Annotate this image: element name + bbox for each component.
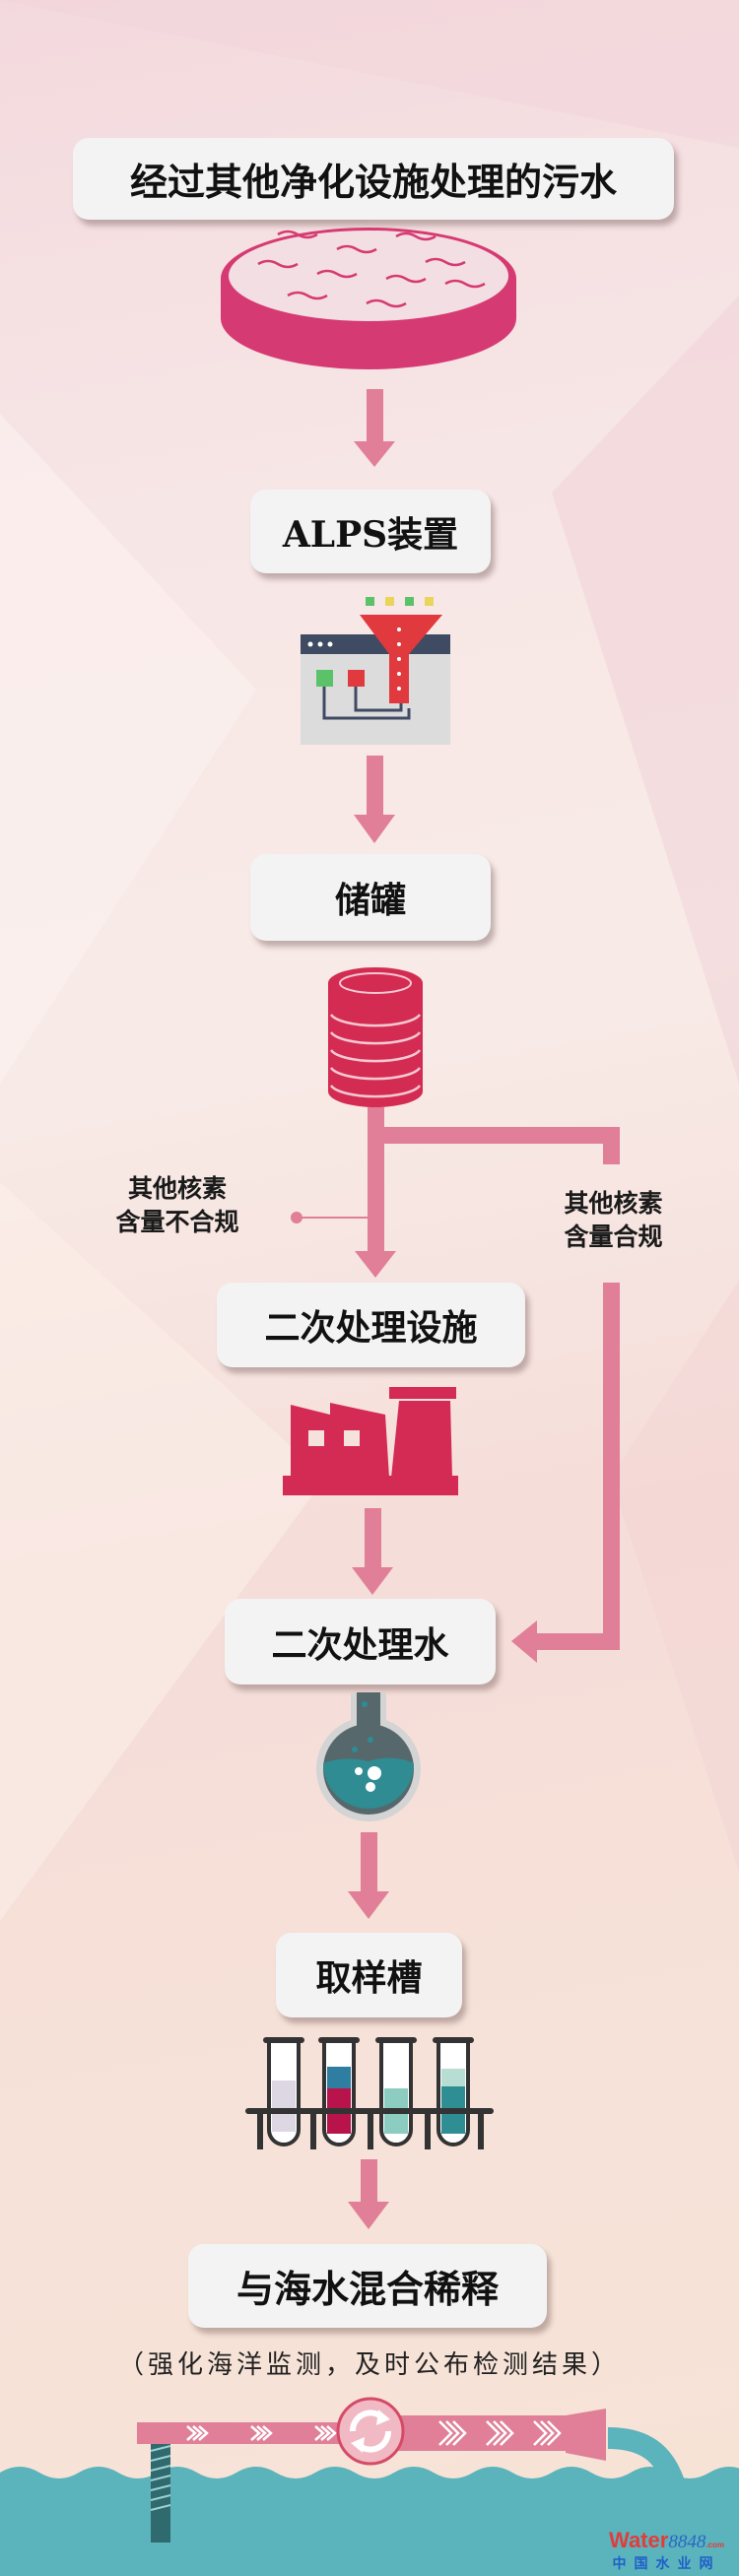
step-tank-label: 储罐 [334, 880, 406, 921]
watermark-logo: Water8848.com 中国水业网 [609, 2528, 724, 2573]
step-sampling-box: 取样槽 [276, 1933, 462, 2017]
step-source-label: 经过其他净化设施处理的污水 [129, 160, 617, 204]
step-dilution-label: 与海水混合稀释 [235, 2267, 499, 2311]
watermark-brand: Water [609, 2528, 669, 2552]
compliant-line-2: 含量合规 [564, 1222, 663, 1251]
arrow-sampling-to-dilution [348, 2159, 389, 2229]
step-secondary-facility-label: 二次处理设施 [264, 1307, 478, 1349]
flow-chevrons [186, 2420, 562, 2446]
step-sampling-label: 取样槽 [315, 1957, 423, 1999]
compliant-label: 其他核素 含量合规 [532, 1187, 695, 1254]
arrow-source-to-alps [354, 389, 395, 467]
step-tank-box: 储罐 [250, 854, 491, 941]
step-dilution-box: 与海水混合稀释 [188, 2244, 547, 2328]
step-secondary-facility-box: 二次处理设施 [217, 1283, 525, 1367]
intake-screw [150, 2444, 171, 2543]
non-compliant-line-1: 其他核素 [127, 1174, 227, 1203]
sea-water [0, 2467, 739, 2576]
arrow-alps-to-tank [354, 756, 395, 843]
non-compliant-label: 其他核素 含量不合规 [79, 1172, 276, 1239]
storage-tank-icon [328, 967, 423, 1107]
non-compliant-pointer [291, 1212, 368, 1223]
watermark-number: 8848 [668, 2532, 706, 2552]
step-source-box: 经过其他净化设施处理的污水 [73, 138, 674, 220]
step-secondary-water-box: 二次处理水 [225, 1599, 496, 1684]
arrow-water-to-sampling [348, 1832, 389, 1919]
step-secondary-water-label: 二次处理水 [271, 1623, 449, 1666]
pipe-compliant-branch [375, 1127, 620, 1663]
sewage-dish-icon [221, 228, 516, 369]
factory-icon [283, 1387, 458, 1495]
alps-filter-icon [301, 597, 450, 745]
compliant-line-1: 其他核素 [564, 1189, 663, 1218]
flask-icon [316, 1692, 421, 1821]
step-alps-box: ALPS装置 [250, 490, 491, 573]
arrow-facility-to-water [352, 1508, 393, 1595]
test-tubes-icon [245, 2037, 494, 2149]
watermark-cn: 中国水业网 [612, 2556, 721, 2572]
monitoring-caption: （强化海洋监测，及时公布检测结果） [117, 2350, 621, 2380]
non-compliant-line-2: 含量不合规 [115, 1208, 239, 1236]
sea-discharge-scene [0, 2397, 739, 2576]
watermark-suffix: .com [705, 2541, 724, 2549]
recycle-pump-icon [336, 2397, 405, 2466]
step-alps-label: ALPS装置 [282, 513, 459, 556]
